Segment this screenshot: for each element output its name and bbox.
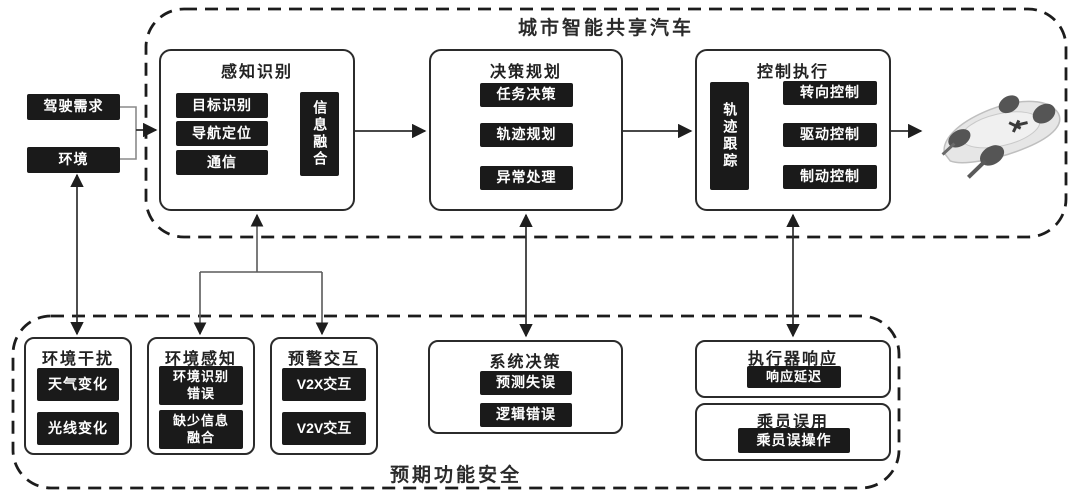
control-title: 控制执行: [756, 64, 829, 81]
input-environment: 环境: [27, 147, 120, 173]
hazard-item-v2x: V2X交互: [282, 368, 366, 401]
system-decision-title: 系统决策: [489, 354, 562, 371]
decision-title: 决策规划: [489, 64, 562, 81]
bottom-container-title: 预期功能安全: [389, 465, 522, 486]
perception-info-fusion: 信息融合: [300, 92, 339, 176]
env-disturbance-title: 环境干扰: [41, 351, 114, 368]
occupant-misuse-title: 乘员误用: [756, 414, 829, 431]
connector-environment-join: [120, 130, 137, 160]
hazard-item-prediction-error: 预测失误: [480, 371, 572, 395]
hazard-item-occupant-misoperation: 乘员误操作: [738, 428, 850, 453]
hazard-item-recognition-error: 环境识别错误: [159, 366, 243, 405]
control-item-brake: 制动控制: [783, 165, 877, 189]
perception-item-communication: 通信: [176, 150, 268, 175]
actuator-response-title: 执行器响应: [747, 351, 838, 368]
control-item-drive: 驱动控制: [783, 123, 877, 147]
input-driving-demand: 驾驶需求: [27, 94, 120, 120]
decision-item-trajectory-planning: 轨迹规划: [480, 123, 573, 147]
connector-demand-join: [120, 106, 137, 130]
perception-title: 感知识别: [220, 64, 293, 81]
bottom-dashed-container: [11, 314, 901, 490]
hazard-item-logic-error: 逻辑错误: [480, 403, 572, 427]
perception-item-navigation: 导航定位: [176, 121, 268, 146]
decision-item-abnormal-handling: 异常处理: [480, 166, 573, 190]
perception-item-target-recognition: 目标识别: [176, 93, 268, 118]
warning-interaction-title: 预警交互: [287, 351, 360, 368]
decision-item-task: 任务决策: [480, 83, 573, 107]
hazard-item-weather-change: 天气变化: [37, 368, 119, 401]
hazard-item-response-delay: 响应延迟: [747, 366, 841, 388]
env-perception-title: 环境感知: [164, 351, 237, 368]
vehicle-3d-icon: [941, 95, 1061, 179]
top-dashed-container: [144, 7, 1068, 239]
top-container-title: 城市智能共享汽车: [517, 18, 694, 39]
hazard-item-light-change: 光线变化: [37, 412, 119, 445]
control-item-steering: 转向控制: [783, 81, 877, 105]
hazard-item-v2v: V2V交互: [282, 412, 366, 445]
control-trajectory-tracking: 轨迹跟踪: [710, 82, 749, 190]
hazard-item-missing-fusion: 缺少信息融合: [159, 410, 243, 449]
